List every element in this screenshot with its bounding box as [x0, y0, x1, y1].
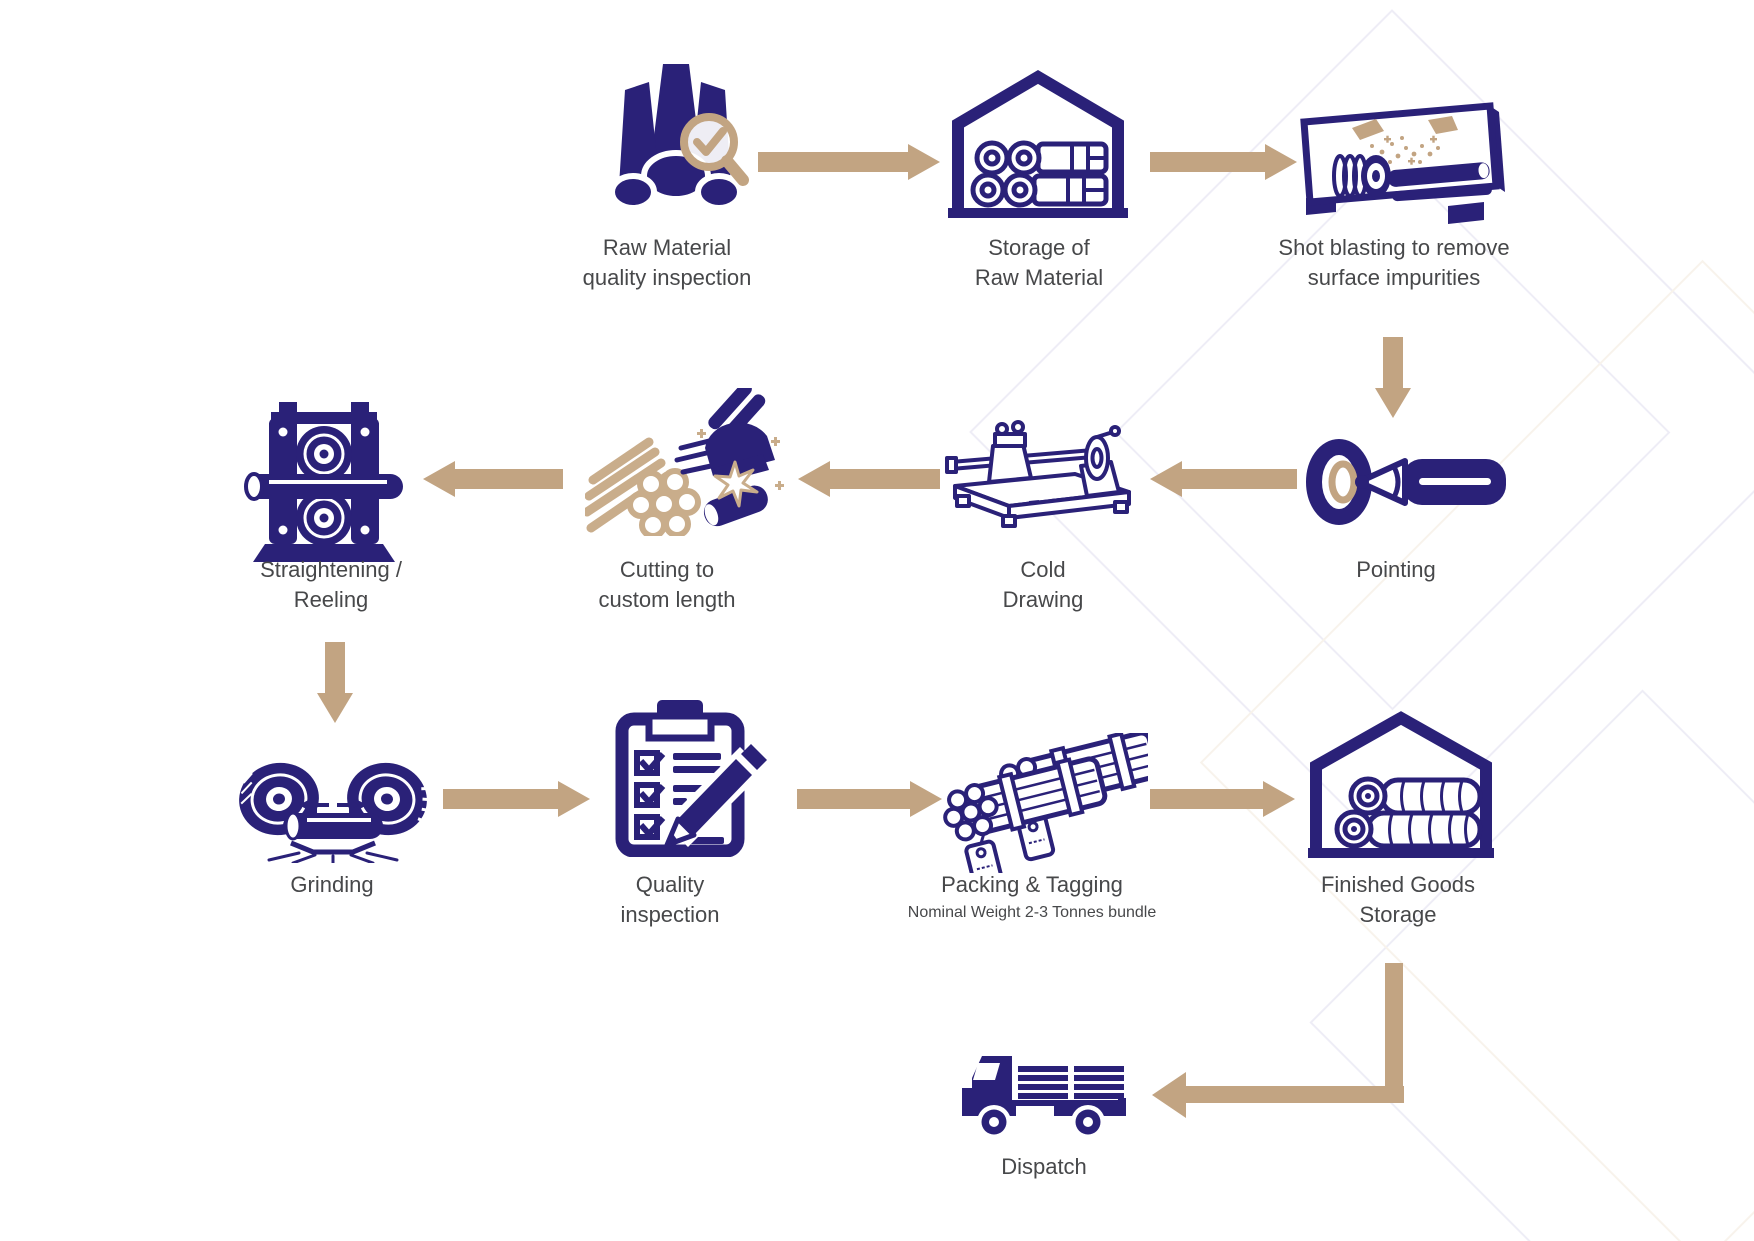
quality-clipboard-icon	[610, 695, 785, 857]
flow-arrow-cutting-to-straightening	[423, 461, 563, 497]
finished-goods-warehouse-icon	[1306, 710, 1496, 858]
flow-arrow-colddrawing-to-cutting	[798, 461, 940, 497]
grinding-wheels-icon	[233, 753, 433, 863]
flow-arrow-grinding-to-quality	[443, 781, 590, 817]
cold-drawing-machine-icon	[945, 408, 1145, 530]
flow-arrow-finishedgoods-to-dispatch-vertical	[1385, 963, 1403, 1103]
pointing-die-icon	[1305, 433, 1510, 530]
straightening-rollers-icon	[243, 396, 408, 566]
dispatch-truck-icon	[946, 1042, 1136, 1146]
step-label-packing-tagging: Packing & Tagging Nominal Weight 2-3 Ton…	[832, 870, 1232, 924]
step-label-pointing: Pointing	[1356, 557, 1436, 582]
packed-bundles-tags-icon	[938, 733, 1148, 873]
packing-weight-note: Nominal Weight 2-3 Tonnes bundle	[907, 904, 1157, 921]
flow-arrow-pointing-to-colddrawing	[1150, 461, 1297, 497]
flow-arrow-raw-to-storage	[758, 144, 940, 180]
raw-storage-warehouse-icon	[948, 70, 1128, 218]
flow-arrow-packing-to-finishedgoods	[1150, 781, 1295, 817]
flow-arrow-quality-to-packing	[797, 781, 942, 817]
step-label-straightening-reeling: Straightening /Reeling	[260, 557, 402, 612]
cutting-saw-icon	[585, 388, 790, 536]
flow-arrow-straightening-to-grinding	[317, 642, 353, 723]
flow-arrow-finishedgoods-to-dispatch-head	[1152, 1072, 1186, 1118]
flow-arrow-shotblast-to-pointing	[1375, 337, 1411, 418]
step-label-dispatch: Dispatch	[1001, 1154, 1087, 1179]
step-label-grinding: Grinding	[290, 872, 374, 897]
flow-arrow-storage-to-shotblast	[1150, 144, 1297, 180]
pipes-magnifier-icon	[585, 58, 765, 223]
shot-blasting-icon	[1300, 102, 1505, 230]
flow-arrow-finishedgoods-to-dispatch-horizontal	[1186, 1086, 1404, 1103]
